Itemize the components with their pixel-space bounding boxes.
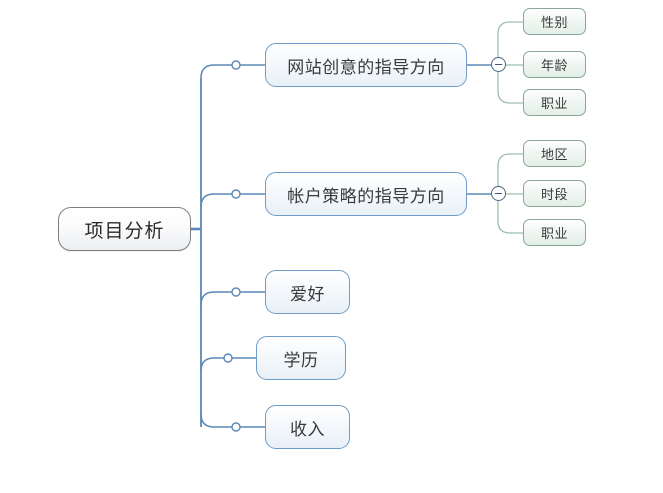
branch-node-label: 帐户策略的指导方向 bbox=[287, 186, 445, 207]
branch-node-hobby[interactable]: 爱好 bbox=[265, 270, 350, 314]
branch-node-label: 学历 bbox=[283, 350, 319, 371]
leaf-node-age[interactable]: 年龄 bbox=[523, 51, 586, 78]
branch-node-label: 收入 bbox=[290, 419, 325, 440]
leaf-node-label: 时段 bbox=[540, 188, 568, 203]
leaf-node-label: 职业 bbox=[540, 227, 568, 242]
branch-node-account-strategy-direction[interactable]: 帐户策略的指导方向 bbox=[265, 172, 467, 216]
leaf-node-region[interactable]: 地区 bbox=[523, 140, 586, 167]
leaf-node-time-period[interactable]: 时段 bbox=[523, 180, 586, 207]
collapse-toggle-icon[interactable] bbox=[491, 57, 506, 72]
leaf-node-occupation-1[interactable]: 职业 bbox=[523, 89, 586, 116]
branch-node-education[interactable]: 学历 bbox=[256, 336, 346, 380]
leaf-node-label: 年龄 bbox=[540, 59, 568, 74]
root-node[interactable]: 项目分析 bbox=[58, 207, 191, 251]
collapse-toggle-icon[interactable] bbox=[491, 186, 506, 201]
leaf-node-gender[interactable]: 性别 bbox=[523, 8, 586, 35]
leaf-node-occupation-2[interactable]: 职业 bbox=[523, 219, 586, 246]
branch-node-income[interactable]: 收入 bbox=[265, 405, 350, 449]
leaf-node-label: 职业 bbox=[540, 97, 568, 112]
branch-node-label: 爱好 bbox=[290, 284, 325, 305]
branch-node-label: 网站创意的指导方向 bbox=[287, 57, 445, 78]
leaf-node-label: 性别 bbox=[540, 16, 568, 31]
branch-node-website-creative-direction[interactable]: 网站创意的指导方向 bbox=[265, 43, 467, 87]
leaf-node-label: 地区 bbox=[540, 148, 568, 163]
root-node-label: 项目分析 bbox=[84, 219, 165, 242]
